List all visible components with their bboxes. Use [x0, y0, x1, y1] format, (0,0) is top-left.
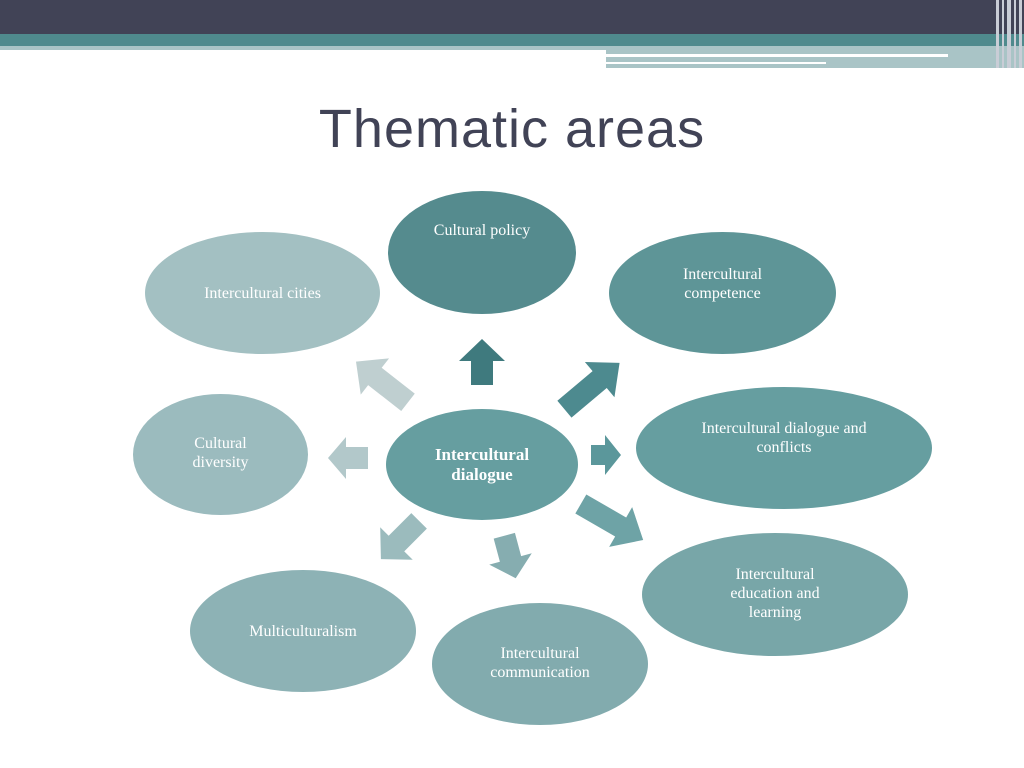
slide-title: Thematic areas [318, 99, 706, 159]
node-label: Intercultural cities [204, 284, 321, 302]
node-communication: Intercultural communication [432, 603, 648, 725]
node-dialogue-and-conflicts: Intercultural dialogue and conflicts [636, 387, 932, 509]
center-ellipse: Intercultural dialogue [386, 409, 578, 520]
node-cultural-diversity: Cultural diversity [133, 394, 308, 515]
header-accent-line [606, 62, 826, 64]
arrow-intercultural-competence [557, 361, 620, 418]
arrow-cultural-diversity [328, 437, 368, 479]
node-label: Cultural diversity [192, 434, 249, 471]
header-accent-line [606, 54, 948, 57]
header-accent-left [0, 46, 606, 50]
node-label: Intercultural competence [682, 266, 763, 302]
header-accent-right [606, 46, 1024, 68]
corner-stripes [994, 0, 1024, 68]
center-label: Intercultural dialogue [434, 444, 530, 484]
node-label: Intercultural dialogue and conflicts [701, 420, 867, 456]
arrow-communication [489, 532, 532, 579]
node-cultural-policy: Cultural policy [388, 191, 576, 314]
arrow-multiculturalism [380, 513, 427, 560]
header-bar [0, 0, 1024, 34]
node-intercultural-cities: Intercultural cities [145, 232, 380, 354]
node-label: Multiculturalism [249, 622, 357, 640]
node-education-and-learning: Intercultural education and learning [642, 533, 908, 656]
node-label: Intercultural education and learning [730, 566, 820, 621]
arrow-education-and-learning [575, 494, 644, 547]
node-label: Cultural policy [433, 222, 531, 239]
header-band [0, 34, 1024, 46]
node-multiculturalism: Multiculturalism [190, 570, 416, 692]
arrow-intercultural-cities [355, 358, 415, 411]
node-label: Intercultural communication [490, 645, 590, 681]
arrow-cultural-policy [459, 339, 505, 385]
arrow-dialogue-and-conflicts [591, 435, 621, 475]
node-intercultural-competence: Intercultural competence [609, 232, 836, 354]
